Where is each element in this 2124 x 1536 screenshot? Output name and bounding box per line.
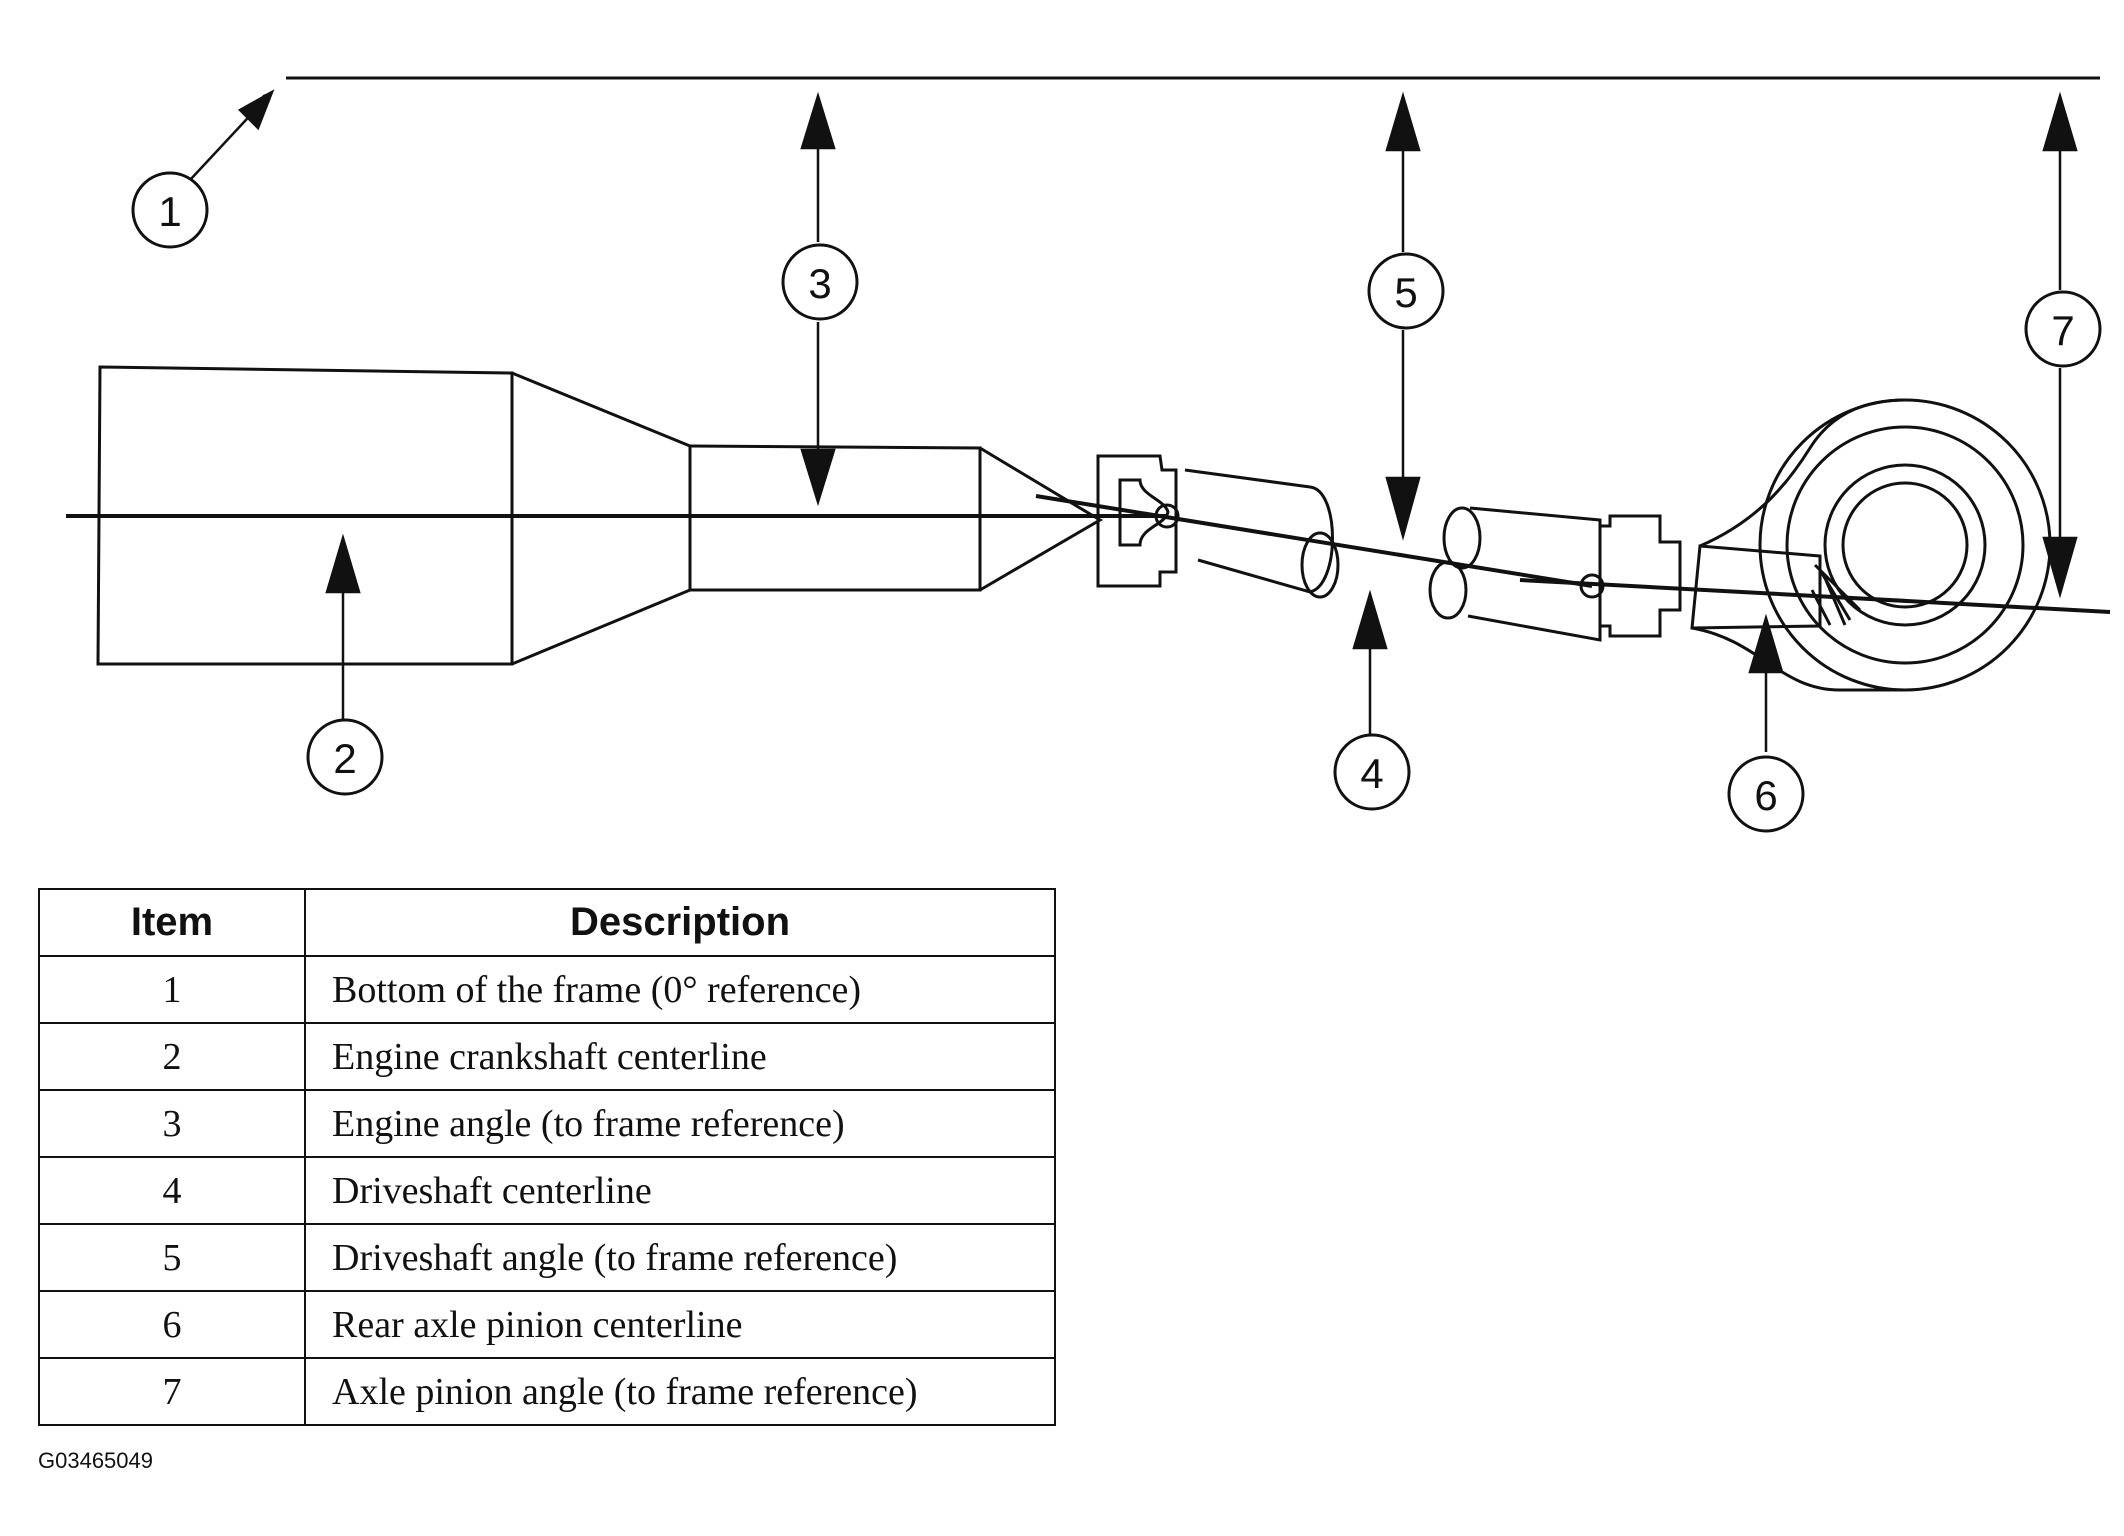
callout-2: 2	[306, 718, 384, 796]
table-row: 4 Driveshaft centerline	[38, 1156, 1056, 1225]
item-column-header: Item	[38, 888, 306, 957]
item-number: 7	[38, 1357, 306, 1426]
callout-7: 7	[2024, 290, 2102, 368]
rear-axle-pinion-centerline	[1519, 578, 2111, 614]
driveshaft-centerline	[1035, 494, 1593, 588]
svg-text:6: 6	[1754, 772, 1777, 819]
svg-text:3: 3	[808, 260, 831, 307]
svg-text:7: 7	[2051, 307, 2074, 354]
item-number: 2	[38, 1022, 306, 1091]
front-u-joint	[1096, 454, 1340, 599]
item-description: Driveshaft centerline	[304, 1156, 1056, 1225]
svg-text:2: 2	[333, 735, 356, 782]
description-column-header: Description	[304, 888, 1056, 957]
callout-6: 6	[1727, 755, 1805, 833]
svg-text:5: 5	[1394, 269, 1417, 316]
item-description: Driveshaft angle (to frame reference)	[304, 1223, 1056, 1292]
callout-3: 3	[781, 243, 859, 321]
item-number: 1	[38, 955, 306, 1024]
callout-5: 5	[1367, 252, 1445, 330]
figure-id: G03465049	[38, 1448, 153, 1473]
svg-text:4: 4	[1360, 750, 1383, 797]
item-description: Engine crankshaft centerline	[304, 1022, 1056, 1091]
item-number: 6	[38, 1290, 306, 1359]
rear-u-joint	[1428, 506, 1682, 642]
callout-4: 4	[1333, 733, 1411, 811]
table-row: 7 Axle pinion angle (to frame reference)	[38, 1357, 1056, 1426]
table-row: 1 Bottom of the frame (0° reference)	[38, 955, 1056, 1024]
table-row: 2 Engine crankshaft centerline	[38, 1022, 1056, 1091]
item-description: Rear axle pinion centerline	[304, 1290, 1056, 1359]
angle-arrows	[189, 89, 2078, 752]
table-row: 3 Engine angle (to frame reference)	[38, 1089, 1056, 1158]
driveline-angle-diagram: 1 2 3 4 5 6 7	[66, 76, 2111, 833]
table-row: 5 Driveshaft angle (to frame reference)	[38, 1223, 1056, 1292]
item-description: Axle pinion angle (to frame reference)	[304, 1357, 1056, 1426]
item-number: 5	[38, 1223, 306, 1292]
item-description: Engine angle (to frame reference)	[304, 1089, 1056, 1158]
item-description: Bottom of the frame (0° reference)	[304, 955, 1056, 1024]
item-number: 4	[38, 1156, 306, 1225]
table-row: 6 Rear axle pinion centerline	[38, 1290, 1056, 1359]
item-number: 3	[38, 1089, 306, 1158]
legend-table: Item Description 1 Bottom of the frame (…	[38, 888, 1056, 1426]
legend-header-row: Item Description	[38, 888, 1056, 957]
callout-1: 1	[131, 171, 209, 249]
svg-text:1: 1	[158, 188, 181, 235]
rear-axle-differential	[1690, 398, 2052, 692]
